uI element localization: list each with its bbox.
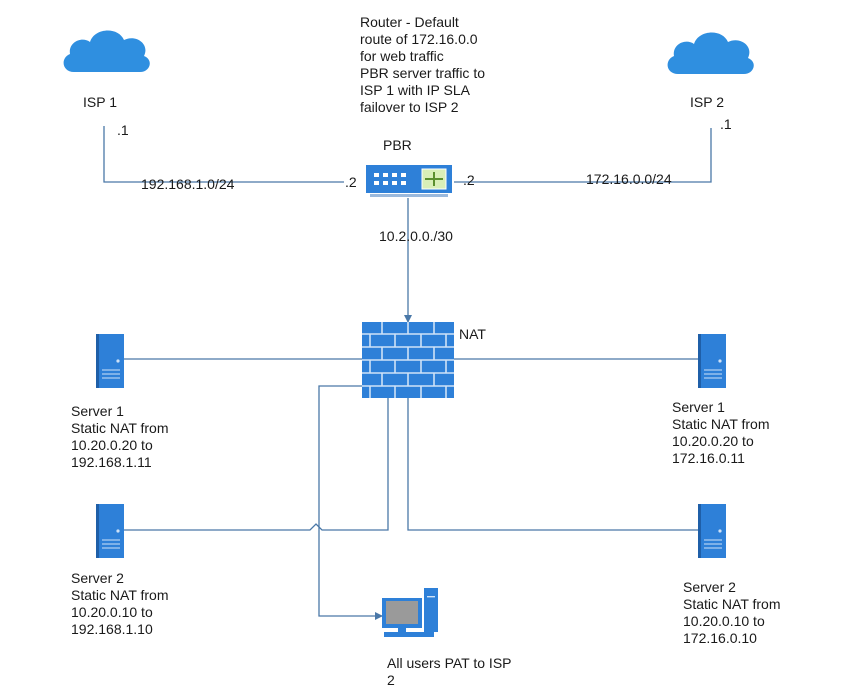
server1-right-label: Server 1 Static NAT from 10.20.0.20 to 1… [672, 399, 770, 466]
isp1-subnet-label: 192.168.1.0/24 [141, 176, 235, 192]
server2-left-label: Server 2 Static NAT from 10.20.0.10 to 1… [71, 570, 169, 637]
server1-left-icon [96, 334, 124, 388]
isp1-label: ISP 1 [83, 94, 117, 110]
router-note: Router - Default route of 172.16.0.0 for… [360, 14, 486, 115]
router-left-port-label: .2 [345, 174, 357, 190]
router-icon [366, 165, 452, 197]
router-label: PBR [383, 137, 412, 153]
workstation-icon [382, 588, 438, 637]
isp1-link [103, 126, 344, 183]
server2-right-icon [698, 504, 726, 558]
isp2-label: ISP 2 [690, 94, 724, 110]
server2-left-icon [96, 504, 124, 558]
isp2-cloud-icon [667, 32, 754, 74]
server1-left-label: Server 1 Static NAT from 10.20.0.20 to 1… [71, 403, 169, 470]
server1-right-icon [698, 334, 726, 388]
firewall-users-link [318, 385, 383, 620]
isp1-cloud-icon [63, 30, 150, 72]
firewall-label: NAT [459, 326, 486, 342]
isp2-link [454, 128, 712, 183]
isp2-subnet-label: 172.16.0.0/24 [586, 171, 672, 187]
firewall-icon [362, 322, 454, 398]
router-right-port-label: .2 [463, 172, 475, 188]
isp1-host-label: .1 [117, 122, 129, 138]
server2-right-label: Server 2 Static NAT from 10.20.0.10 to 1… [683, 579, 781, 646]
firewall-server2-right-link [407, 398, 700, 531]
users-label: All users PAT to ISP 2 [387, 655, 512, 688]
isp2-host-label: .1 [720, 116, 732, 132]
transit-subnet-label: 10.2.0.0./30 [379, 228, 453, 244]
